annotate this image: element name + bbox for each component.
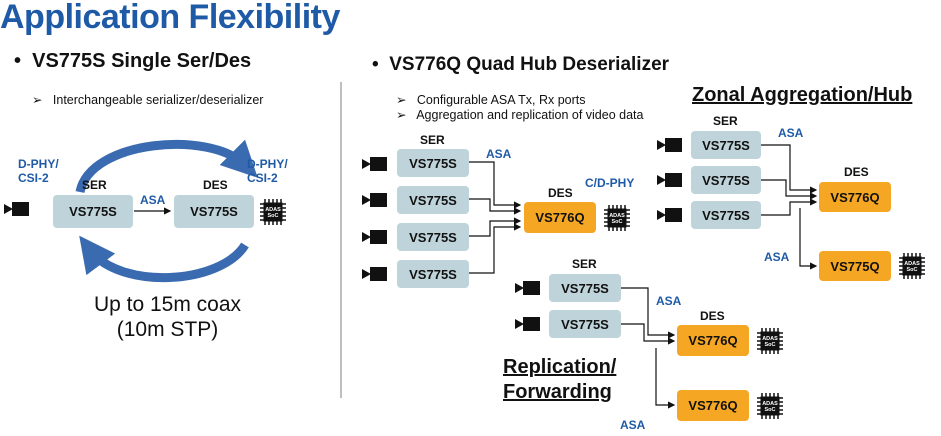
asa-label: ASA: [140, 193, 166, 207]
des-chip: VS775S: [174, 195, 254, 228]
camera-icon: [4, 202, 29, 216]
dphy-right-label: D-PHY/CSI-2: [247, 157, 288, 185]
zonal-ser-chip-1: VS775S: [691, 131, 761, 159]
svg-text:ADAS: ADAS: [265, 207, 281, 213]
quad-ser-label: SER: [420, 133, 445, 147]
zonal-des-chip: VS776Q: [819, 182, 891, 212]
camera-icon: [657, 173, 682, 187]
camera-icon: [515, 317, 540, 331]
page-title: Application Flexibility: [0, 0, 340, 36]
camera-icon: [515, 281, 540, 295]
replication-ser-label: SER: [572, 257, 597, 271]
quad-ser-chip-2: VS775S: [397, 186, 469, 214]
zonal-ser-chip-3: VS775S: [691, 201, 761, 229]
replication-des-chip: VS776Q: [677, 325, 749, 356]
svg-text:SoC: SoC: [268, 213, 279, 219]
right-bullet-1: ➢ Configurable ASA Tx, Rx ports: [396, 93, 586, 107]
zonal-asa-label: ASA: [778, 126, 804, 140]
camera-icon: [657, 208, 682, 222]
replication-fwd-chip: VS776Q: [677, 390, 749, 421]
replication-heading: Replication/Forwarding: [503, 356, 617, 403]
right-bullet-2: ➢ Aggregation and replication of video d…: [396, 108, 644, 122]
zonal-fwd-asa-label: ASA: [764, 250, 790, 264]
zonal-heading: Zonal Aggregation/Hub: [692, 84, 913, 106]
replication-ser-chip-1: VS775S: [549, 274, 621, 302]
camera-icon: [657, 138, 682, 152]
zonal-ser-chip-2: VS775S: [691, 166, 761, 194]
quad-wires: [468, 161, 522, 274]
left-heading: • VS775S Single Ser/Des: [14, 50, 252, 72]
svg-text:ADAS: ADAS: [609, 213, 625, 219]
reach-text: Up to 15m coax(10m STP): [93, 293, 242, 341]
svg-text:SoC: SoC: [765, 407, 776, 413]
replication-wires: [620, 287, 676, 409]
camera-icon: [362, 267, 387, 281]
replication-des-label: DES: [700, 309, 725, 323]
ser-chip: VS775S: [53, 195, 133, 228]
zonal-des-label: DES: [844, 165, 869, 179]
quad-asa-label: ASA: [486, 147, 512, 161]
svg-text:SoC: SoC: [612, 219, 623, 225]
camera-icon: [362, 230, 387, 244]
replication-ser-chip-2: VS775S: [549, 310, 621, 338]
quad-ser-chip-4: VS775S: [397, 260, 469, 288]
svg-text:ADAS: ADAS: [762, 336, 778, 342]
replication-asa-label: ASA: [656, 294, 682, 308]
bottom-curve-arrow: [79, 235, 249, 283]
left-bullet: ➢ Interchangeable serializer/deserialize…: [32, 93, 264, 107]
svg-text:SoC: SoC: [907, 267, 918, 273]
svg-text:ADAS: ADAS: [904, 261, 920, 267]
replication-fwd-asa-label: ASA: [620, 418, 646, 432]
quad-ser-chip-1: VS775S: [397, 149, 469, 177]
dphy-left-label: D-PHY/CSI-2: [18, 157, 59, 185]
top-curve-arrow: [75, 139, 258, 194]
zonal-ser-label: SER: [713, 114, 738, 128]
quad-des-chip: VS776Q: [524, 202, 596, 233]
camera-icon: [362, 193, 387, 207]
ser-label: SER: [82, 178, 107, 192]
des-label: DES: [203, 178, 228, 192]
quad-des-label: DES: [548, 186, 573, 200]
zonal-wires: [760, 144, 818, 270]
svg-text:SoC: SoC: [765, 342, 776, 348]
quad-ser-chip-3: VS775S: [397, 223, 469, 251]
camera-icon: [362, 157, 387, 171]
quad-output-label: C/D-PHY: [585, 176, 635, 190]
svg-text:ADAS: ADAS: [762, 401, 778, 407]
right-heading: • VS776Q Quad Hub Deserializer: [372, 54, 670, 75]
zonal-fwd-chip: VS775Q: [819, 251, 891, 281]
